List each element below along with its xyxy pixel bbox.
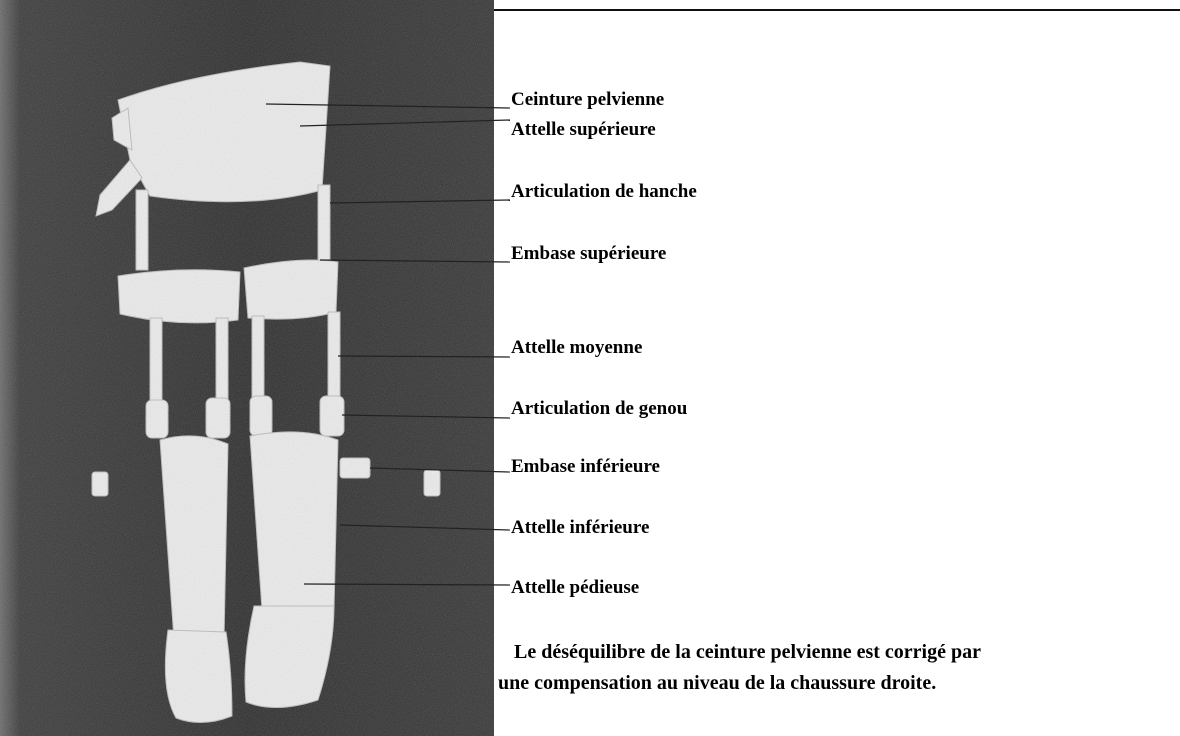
label-embase-superieure: Embase supérieure bbox=[511, 243, 666, 265]
caption-line-1: Le déséquilibre de la ceinture pelvienne… bbox=[498, 637, 1168, 668]
label-articulation-genou: Articulation de genou bbox=[511, 398, 687, 420]
label-embase-inferieure: Embase inférieure bbox=[511, 456, 660, 478]
label-attelle-inferieure: Attelle inférieure bbox=[511, 517, 649, 539]
top-rule bbox=[494, 9, 1180, 11]
orthosis-photo bbox=[0, 0, 494, 736]
caption: Le déséquilibre de la ceinture pelvienne… bbox=[498, 637, 1168, 699]
label-ceinture-pelvienne: Ceinture pelvienne bbox=[511, 89, 664, 111]
photo-grain bbox=[0, 0, 494, 736]
caption-line-2: une compensation au niveau de la chaussu… bbox=[498, 668, 1168, 699]
label-articulation-hanche: Articulation de hanche bbox=[511, 181, 697, 203]
label-attelle-superieure: Attelle supérieure bbox=[511, 119, 656, 141]
label-attelle-pedieuse: Attelle pédieuse bbox=[511, 577, 639, 599]
label-attelle-moyenne: Attelle moyenne bbox=[511, 337, 642, 359]
